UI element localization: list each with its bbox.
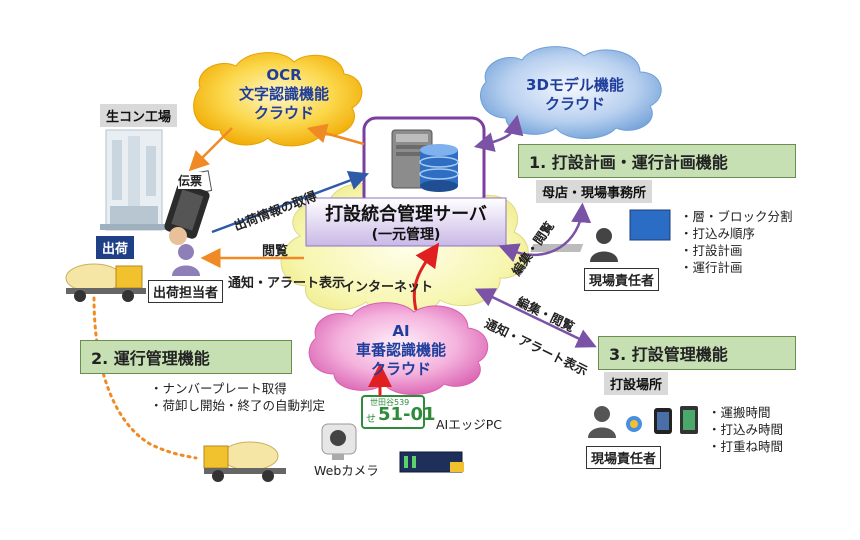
planning-item: ・打設計画: [680, 243, 743, 258]
dotted-route: [92, 296, 198, 460]
ocr-cloud-line3: クラウド: [253, 103, 314, 122]
notify-label-left: 通知・アラート表示: [228, 276, 346, 291]
plate-prefix: せ: [366, 414, 376, 425]
operation-item: ・荷卸し開始・終了の自動判定: [150, 398, 326, 413]
person-icon: [590, 228, 618, 262]
placement-manager-label: 現場責任者: [586, 446, 662, 469]
license-plate-icon: [361, 395, 425, 429]
ship-label: 出荷: [96, 236, 135, 259]
shipping-staff-label: 出荷担当者: [148, 280, 224, 303]
ocr-cloud-line1: OCR: [266, 66, 302, 84]
arrow-server-3d: [473, 114, 524, 152]
ai-cloud-line3: クラウド: [370, 359, 431, 378]
edge-pc-label: AIエッジPC: [436, 417, 503, 432]
3d-cloud-label: 3Dモデル機能 クラウド: [500, 76, 650, 114]
placement-item: ・運搬時間: [708, 405, 771, 420]
view-label: 閲覧: [262, 244, 289, 259]
phone-icon: [680, 406, 698, 434]
arrow-ai-to-server: [412, 242, 440, 311]
webcam-icon: [321, 423, 357, 460]
arrow-ocr-to-factory: [188, 127, 233, 172]
tablet-icon: [654, 408, 672, 434]
person-icon: [588, 406, 616, 438]
office-label: 母店・現場事務所: [536, 180, 653, 203]
planning-manager-label: 現場責任者: [584, 268, 660, 291]
mixer-truck-icon: [65, 263, 146, 302]
slip-label: 伝票: [178, 172, 203, 189]
ai-cloud-line2: 車番認識機能: [355, 340, 446, 359]
site-label: 打設場所: [604, 372, 669, 395]
factory-label: 生コン工場: [100, 104, 178, 127]
planning-item: ・層・ブロック分割: [680, 209, 793, 224]
3d-cloud-line1: 3Dモデル機能: [526, 76, 624, 94]
shipping-staff-icon: [172, 244, 200, 276]
webcam-label: Webカメラ: [314, 463, 379, 478]
operation-list: ・ナンバープレート取得 ・荷卸し開始・終了の自動判定: [150, 380, 325, 414]
arrow-server-placement: [474, 288, 597, 348]
placement-item: ・打重ね時間: [708, 439, 784, 454]
operation-item: ・ナンバープレート取得: [150, 381, 287, 396]
edge-pc-icon: [399, 451, 464, 473]
placement-heading: 3. 打設管理機能: [598, 336, 796, 370]
mixer-truck-icon: [203, 441, 286, 482]
ocr-cloud-label: OCR 文字認識機能 クラウド: [214, 66, 354, 122]
arrow-shipping-info: [211, 171, 370, 234]
placement-item: ・打込み時間: [708, 422, 784, 437]
planning-list: ・層・ブロック分割 ・打込み順序 ・打設計画 ・運行計画: [680, 208, 793, 276]
arrow-server-planning: [498, 202, 592, 263]
ocr-cloud: [193, 52, 363, 147]
plate-number: 51-01: [378, 404, 436, 425]
planning-item: ・打込み順序: [680, 226, 756, 241]
plate-region: 世田谷539: [370, 398, 410, 407]
internet-label: インターネット: [342, 280, 434, 295]
arrow-server-to-ocr: [306, 123, 365, 146]
database-icon: [419, 144, 459, 192]
ai-cloud-line1: AI: [392, 322, 410, 340]
operation-heading: 2. 運行管理機能: [80, 340, 292, 374]
factory-illustration: [100, 129, 170, 231]
planning-heading: 1. 打設計画・運行計画機能: [518, 144, 796, 178]
ai-cloud: [308, 302, 489, 395]
planning-item: ・運行計画: [680, 260, 743, 275]
ai-cloud-label: AI 車番認識機能 クラウド: [326, 322, 476, 378]
3d-cloud-line2: クラウド: [544, 94, 605, 113]
browser-icon: [626, 416, 642, 432]
ocr-cloud-line2: 文字認識機能: [238, 84, 329, 103]
server-title: 打設統合管理サーバ: [325, 204, 487, 225]
server-subtitle: (一元管理): [371, 227, 441, 243]
placement-list: ・運搬時間 ・打込み時間 ・打重ね時間: [708, 404, 783, 455]
